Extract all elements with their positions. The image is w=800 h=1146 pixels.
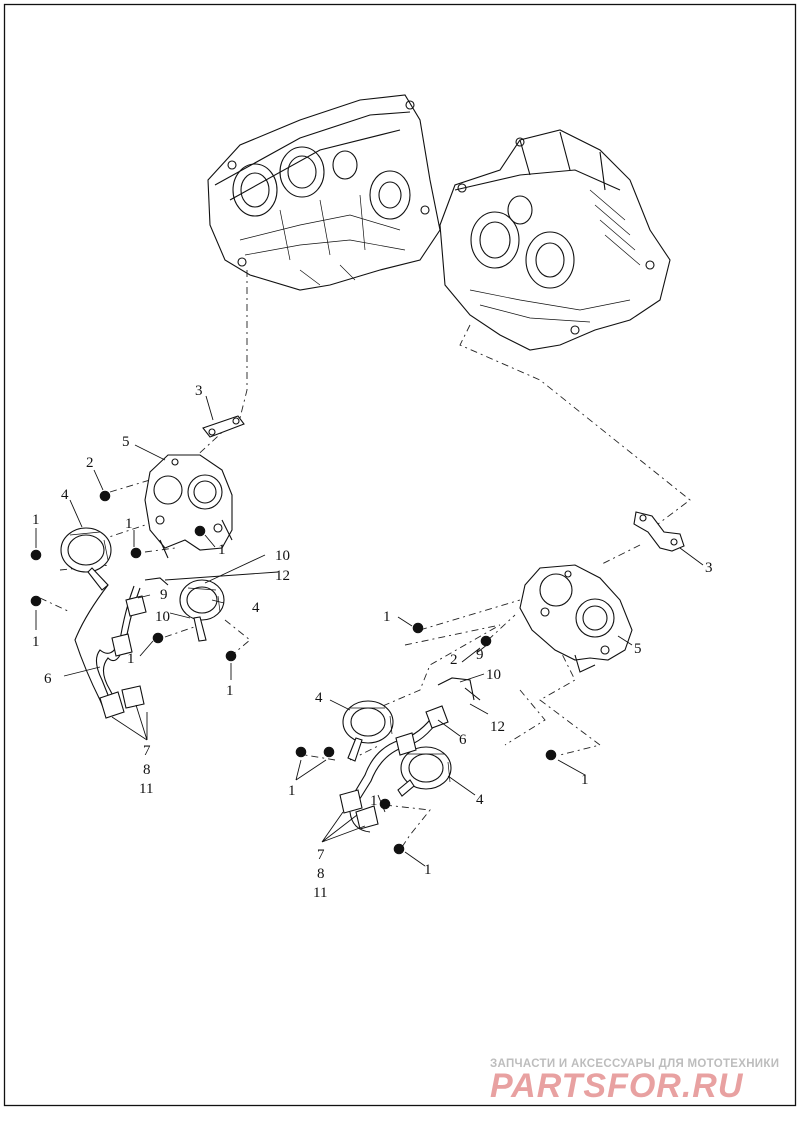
part-6-harness-right: [339, 677, 481, 833]
page-frame: [3, 3, 797, 1107]
right-assembly: [295, 324, 704, 867]
label-left-2: 2: [86, 455, 94, 471]
label-right-1c: 1: [370, 793, 378, 809]
watermark-subtitle: ЗАПЧАСТИ И АКСЕССУАРЫ ДЛЯ МОТОТЕХНИКИ: [490, 1058, 779, 1070]
watermark-brand: PARTSFOR.RU: [490, 1067, 744, 1105]
left-assembly: [30, 270, 279, 741]
label-left-3: 3: [195, 383, 203, 399]
label-left-8: 8: [143, 762, 151, 778]
part-3-pin: [202, 415, 245, 438]
label-left-9: 9: [160, 587, 168, 603]
label-left-12: 12: [275, 568, 290, 584]
label-right-3: 3: [705, 560, 713, 576]
part-5-gasket: [144, 454, 233, 559]
label-right-7: 7: [317, 847, 325, 863]
label-left-1b: 1: [125, 516, 133, 532]
label-right-10: 10: [486, 667, 501, 683]
part-4-sensor-right-a: [342, 700, 394, 762]
label-right-4b: 4: [476, 792, 484, 808]
callout-labels-right: 3 5 1 9 2 10 4 12 6 1 1 4 1 7 8 11 1: [288, 560, 713, 901]
label-right-8: 8: [317, 866, 325, 882]
part-6-harness-left: [74, 577, 169, 719]
label-left-1a: 1: [32, 512, 40, 528]
label-left-10a: 10: [275, 548, 290, 564]
label-left-1e: 1: [127, 651, 135, 667]
part-4-sensor-right-b: [397, 746, 452, 797]
label-right-11: 11: [313, 885, 327, 901]
cylinder-head-rear: [439, 129, 671, 351]
label-right-1a: 1: [383, 609, 391, 625]
label-left-10b: 10: [155, 609, 170, 625]
label-left-4b: 4: [252, 600, 260, 616]
label-left-7: 7: [143, 743, 151, 759]
label-right-4a: 4: [315, 690, 323, 706]
part-4-sensor-left-a: [60, 527, 112, 591]
label-right-1d: 1: [581, 772, 589, 788]
part-4-sensor-left-b: [179, 579, 225, 642]
label-left-11: 11: [139, 781, 153, 797]
fasteners-right: [295, 622, 557, 855]
label-right-1e: 1: [424, 862, 432, 878]
label-right-12: 12: [490, 719, 505, 735]
label-left-5: 5: [122, 434, 130, 450]
label-left-1f: 1: [226, 683, 234, 699]
label-left-1d: 1: [32, 634, 40, 650]
label-left-4a: 4: [61, 487, 69, 503]
part-5-gasket-right: [519, 564, 633, 673]
fasteners-left: [30, 490, 237, 662]
label-right-5: 5: [634, 641, 642, 657]
label-right-6: 6: [459, 732, 467, 748]
part-3-bracket: [633, 511, 685, 552]
label-right-1b: 1: [288, 783, 296, 799]
label-left-6: 6: [44, 671, 52, 687]
callout-labels-left: 3 5 2 4 1 1 1 1 10 12 9 4 10 1 6 1 7 8 1…: [32, 383, 290, 797]
label-right-9: 9: [476, 647, 484, 663]
label-right-2: 2: [450, 652, 458, 668]
label-left-1c: 1: [218, 542, 226, 558]
watermark: ЗАПЧАСТИ И АКСЕССУАРЫ ДЛЯ МОТОТЕХНИКИ PA…: [490, 1058, 779, 1105]
cylinder-head-front: [207, 94, 441, 291]
